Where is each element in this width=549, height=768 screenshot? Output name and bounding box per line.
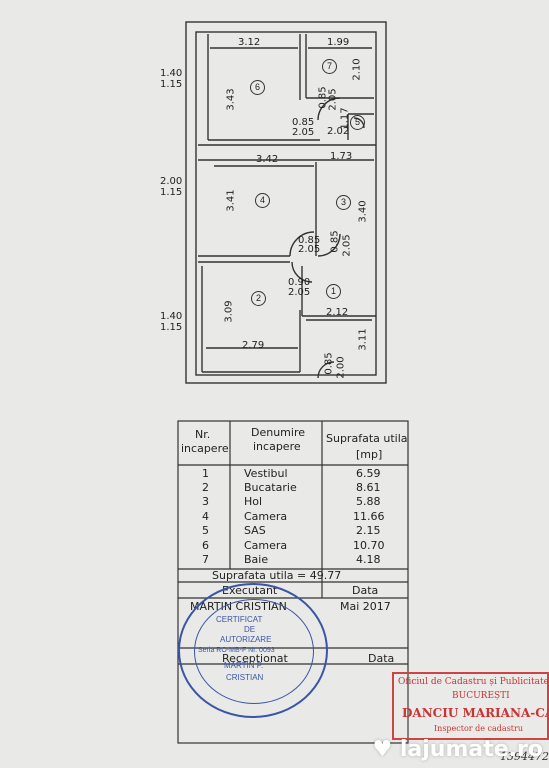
watermark-heart-icon: ♥: [372, 737, 393, 762]
row-suprafata: 6.59: [356, 467, 381, 480]
stamp-line-1: CERTIFICAT: [216, 615, 263, 624]
data-label: Data: [352, 584, 379, 597]
header-denumire-2: incapere: [253, 440, 301, 453]
row-suprafata: 8.61: [356, 481, 381, 494]
lajumate-watermark: ♥ lajumate.ro: [372, 737, 543, 762]
row-nr: 1: [202, 467, 209, 480]
room-number-3: 3: [336, 195, 351, 210]
row-suprafata: 10.70: [353, 539, 385, 552]
level-1-15-c: 1.15: [160, 322, 183, 333]
header-nr-2: incapere: [181, 442, 229, 455]
stamp-line-5: MARTIN P.: [224, 661, 264, 670]
room-number-5: 5: [350, 115, 365, 130]
header-suprafata: Suprafata utila: [326, 432, 408, 445]
total-suprafata: Suprafata utila = 49.77: [212, 569, 342, 582]
stamp-line-3: AUTORIZARE: [220, 635, 272, 644]
dim-2-79: 2.79: [242, 340, 265, 351]
row-denumire: Baie: [244, 553, 269, 566]
row-nr: 7: [202, 553, 209, 566]
dim-2-05-c: 2.05: [298, 244, 321, 255]
stamp-line-6: CRISTIAN: [226, 673, 264, 682]
floor-plan-lines: [185, 21, 387, 384]
header-nr: Nr.: [195, 428, 211, 441]
row-suprafata: 5.88: [356, 495, 381, 508]
office-line-3: DANCIU MARIANA-CA: [402, 706, 549, 720]
handwritten-number: 1394472: [500, 750, 549, 763]
level-1-15-b: 1.15: [160, 187, 183, 198]
row-denumire: Camera: [244, 539, 288, 552]
level-1-40-b: 1.40: [160, 311, 183, 322]
dim-2-05-b: 2.05: [292, 127, 315, 138]
row-nr: 4: [202, 510, 209, 523]
dim-3-12: 3.12: [238, 37, 261, 48]
dim-0-85-b: 0.85: [292, 117, 315, 128]
watermark-text: lajumate.ro: [399, 737, 543, 762]
row-suprafata: 2.15: [356, 524, 381, 537]
dim-3-42: 3.42: [256, 154, 279, 165]
executant-date: Mai 2017: [340, 600, 391, 613]
row-denumire: Vestibul: [244, 467, 288, 480]
row-suprafata: 11.66: [353, 510, 385, 523]
room-number-4: 4: [255, 193, 270, 208]
office-line-4: Inspector de cadastru: [434, 724, 523, 733]
room-number-7: 7: [322, 59, 337, 74]
row-denumire: Hol: [244, 495, 263, 508]
room-number-2: 2: [251, 291, 266, 306]
cadastre-office-stamp: Oficiul de Cadastru și Publicitate BUCUR…: [392, 672, 549, 740]
row-nr: 2: [202, 481, 209, 494]
row-denumire: Camera: [244, 510, 288, 523]
dim-2-12: 2.12: [326, 307, 349, 318]
row-denumire: Bucatarie: [244, 481, 297, 494]
level-2-00: 2.00: [160, 176, 183, 187]
room-number-1: 1: [326, 284, 341, 299]
stamp-line-2: DE: [244, 625, 256, 634]
authorization-stamp: CERTIFICAT DE AUTORIZARE Seria RO-MB-F N…: [178, 583, 328, 718]
header-denumire: Denumire: [251, 426, 306, 439]
row-suprafata: 4.18: [356, 553, 381, 566]
header-suprafata-2: [mp]: [356, 448, 383, 461]
dim-1-99: 1.99: [327, 37, 350, 48]
row-denumire: SAS: [244, 524, 266, 537]
dim-0-85-c: 0.85: [298, 235, 321, 246]
level-1-15-a: 1.15: [160, 79, 183, 90]
dim-2-05-e: 2.05: [288, 287, 311, 298]
office-line-2: BUCUREȘTI: [452, 691, 510, 701]
row-nr: 6: [202, 539, 209, 552]
receptionat-data-label: Data: [368, 652, 395, 665]
stamp-line-4: Seria RO-MB-F Nr. 0093: [198, 647, 275, 654]
level-1-40-a: 1.40: [160, 68, 183, 79]
dim-1-73: 1.73: [330, 151, 353, 162]
dim-0-90: 0.90: [288, 277, 311, 288]
office-line-1: Oficiul de Cadastru și Publicitate: [398, 677, 549, 687]
dim-2-02: 2.02: [327, 126, 350, 137]
room-number-6: 6: [250, 80, 265, 95]
row-nr: 5: [202, 524, 209, 537]
row-nr: 3: [202, 495, 209, 508]
